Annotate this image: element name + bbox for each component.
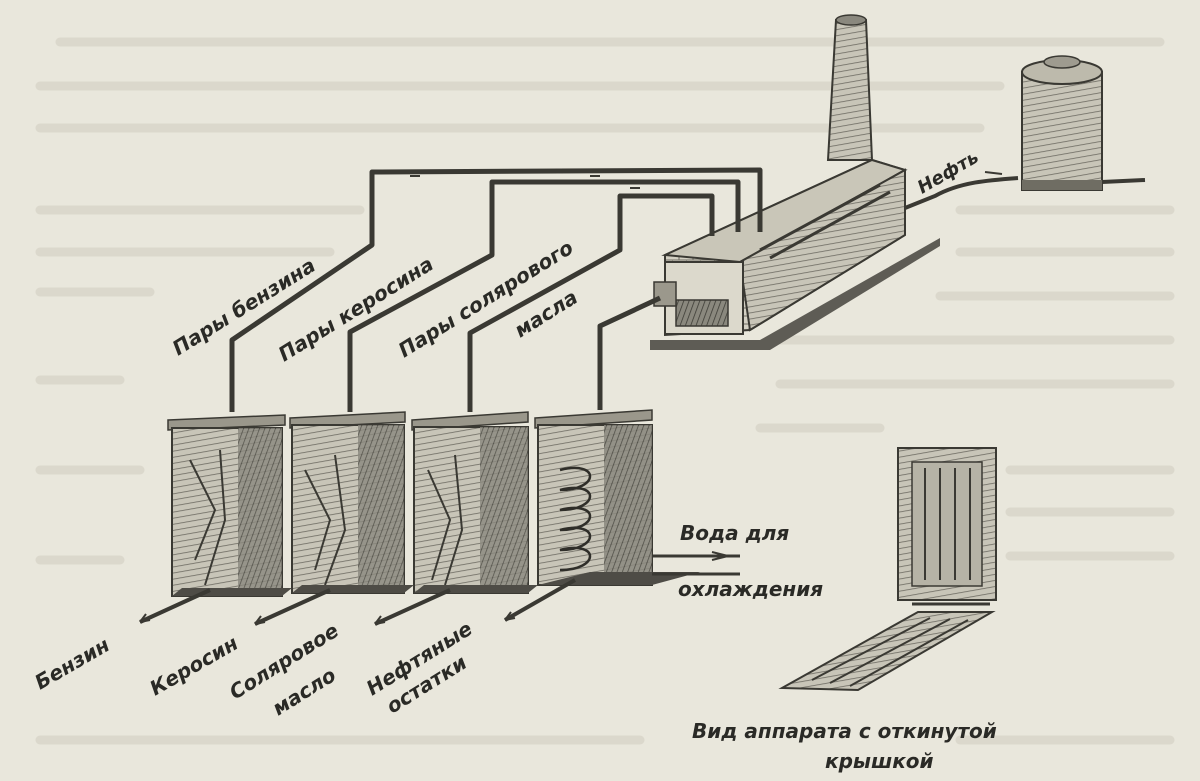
condenser-solar-oil bbox=[412, 412, 528, 593]
cooling-water-pipe bbox=[652, 552, 740, 574]
apparatus-open-view bbox=[782, 448, 996, 690]
label-apparatus-view-2: крышкой bbox=[825, 749, 934, 773]
label-gasoline: Бензин bbox=[31, 632, 114, 694]
bleed-through-lines bbox=[40, 42, 1170, 740]
label-apparatus-view-1: Вид аппарата с откинутой bbox=[692, 719, 997, 743]
label-cooling-water-1: Вода для bbox=[680, 521, 789, 545]
condenser-oil-residues bbox=[535, 410, 652, 585]
condenser-kerosene bbox=[290, 412, 405, 593]
condenser-gasoline bbox=[168, 415, 285, 596]
label-cooling-water-2: охлаждения bbox=[678, 577, 823, 601]
oil-storage-tank bbox=[1022, 56, 1102, 190]
